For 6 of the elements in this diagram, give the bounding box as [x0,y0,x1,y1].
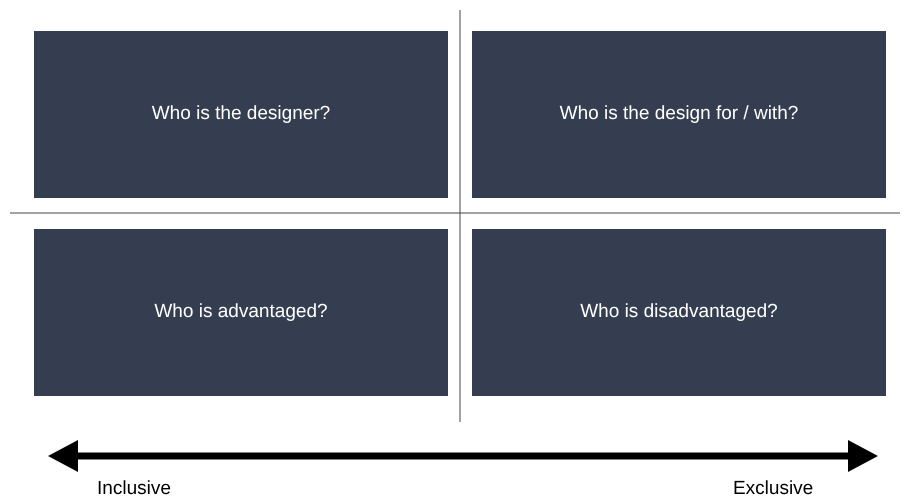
question-box: Who is advantaged? [34,229,448,396]
axis-label: Inclusive [97,479,171,498]
question-box: Who is the designer? [34,31,448,198]
question-box: Who is disadvantaged? [472,229,886,396]
question-box: Who is the design for / with? [472,31,886,198]
axis-label: Exclusive [733,479,814,498]
